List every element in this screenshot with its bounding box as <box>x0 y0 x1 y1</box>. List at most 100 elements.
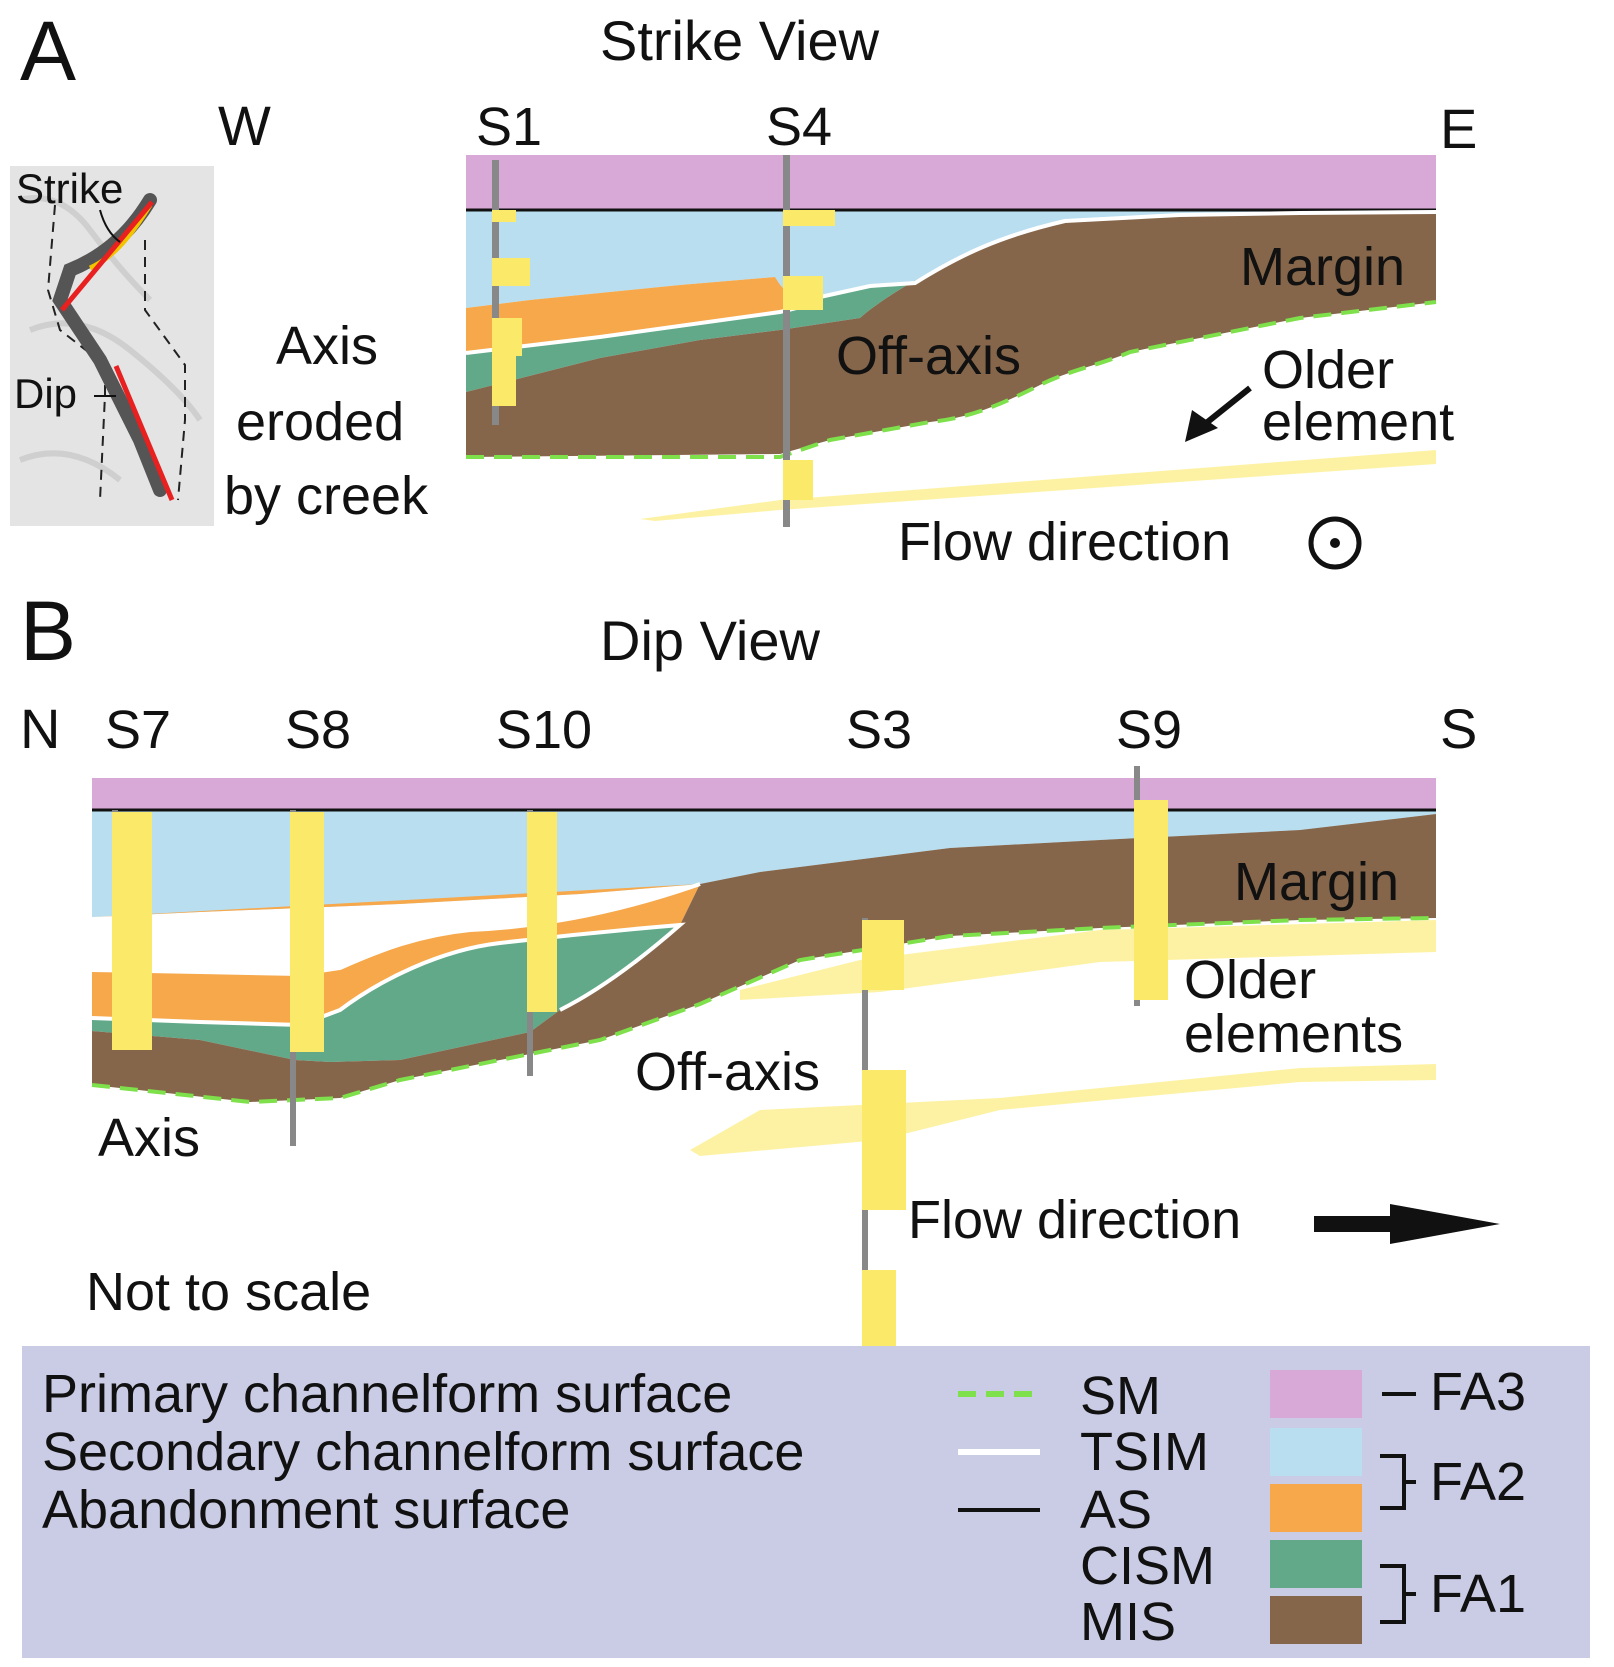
panel-b-title: Dip View <box>600 609 821 672</box>
inset-dip-label: Dip <box>14 370 77 417</box>
axis-eroded-line2: eroded <box>236 392 404 452</box>
section-log-s9 <box>1134 766 1168 1006</box>
older-element-a <box>640 450 1436 521</box>
not-to-scale-label: Not to scale <box>86 1262 371 1322</box>
station-label-s1: S1 <box>476 97 542 157</box>
inset-boundary-east <box>144 240 186 501</box>
station-label-s4: S4 <box>766 97 832 157</box>
s4-log-axis <box>783 155 790 527</box>
s10-log-bed <box>527 812 557 1012</box>
legend-mis-swatch <box>1270 1596 1362 1644</box>
station-label-s3: S3 <box>846 700 912 760</box>
fa3-unit-a <box>466 155 1436 210</box>
axis-eroded-line3: by creek <box>224 466 429 526</box>
cism-orange-unit-a <box>466 277 820 353</box>
s4-log-bed <box>783 460 813 500</box>
south-label: S <box>1440 697 1477 760</box>
older-element-arrow-head <box>1185 410 1218 442</box>
legend-fa3-swatch <box>1270 1370 1362 1418</box>
legend: Primary channelform surface Secondary ch… <box>22 1346 1590 1658</box>
section-log-s3 <box>862 918 906 1348</box>
s1-log-bed <box>492 258 530 286</box>
secondary-surface-b-lower <box>91 922 686 1028</box>
section-log-s7 <box>112 810 152 1050</box>
flow-arrow-shaft <box>1314 1216 1394 1232</box>
legend-abbr-cism: CISM <box>1080 1536 1215 1596</box>
section-log-s1 <box>492 160 530 425</box>
axis-label-b: Axis <box>98 1108 200 1168</box>
legend-cism-swatch <box>1270 1540 1362 1588</box>
older-elements-label-line2: elements <box>1184 1004 1403 1064</box>
legend-abbr-mis: MIS <box>1080 1592 1176 1652</box>
legend-tsim-swatch <box>1270 1428 1362 1476</box>
panel-b: B Dip View N S S7 S8 S10 S3 S9 <box>20 584 1500 1348</box>
margin-label-a: Margin <box>1240 237 1405 297</box>
s3-log-bed <box>862 1270 896 1346</box>
older-element-label-line2: element <box>1262 392 1454 452</box>
mis-unit-b <box>92 814 1436 1102</box>
legend-fa1-bracket <box>1380 1564 1416 1624</box>
s1-log-axis <box>492 160 499 425</box>
cism-green-unit-a <box>466 221 1065 392</box>
flow-out-of-page-dot <box>1330 538 1340 548</box>
flow-direction-label-a: Flow direction <box>898 512 1231 572</box>
fa3-unit-b <box>92 778 1436 810</box>
margin-label-b: Margin <box>1234 852 1399 912</box>
section-log-s10 <box>527 810 557 1076</box>
location-map-inset: Strike Dip <box>10 165 214 526</box>
flow-direction-label-b: Flow direction <box>908 1190 1241 1250</box>
secondary-surface-b-upper <box>91 882 701 977</box>
north-label: N <box>20 697 60 760</box>
s1-log-bed <box>492 356 516 406</box>
dip-cross-section: Margin Off-axis Older elements Axis Flow… <box>86 766 1500 1348</box>
flow-arrow-head <box>1390 1204 1500 1244</box>
legend-abbr-tsim: TSIM <box>1080 1422 1209 1482</box>
inset-boundary-west <box>46 204 106 501</box>
s9-log-bed <box>1134 800 1168 1000</box>
s4-log-bed <box>783 276 823 310</box>
legend-group-fa3: FA3 <box>1430 1362 1526 1422</box>
primary-surface-a <box>466 300 1437 459</box>
strike-cross-section: Margin Off-axis Older element Axis erode… <box>224 155 1454 572</box>
tsim-unit-b <box>92 810 1436 917</box>
s7-log-bed <box>112 812 152 1050</box>
flow-out-of-page-icon <box>1308 516 1362 570</box>
primary-surface-b <box>91 916 1437 1105</box>
legend-label-primary: Primary channelform surface <box>42 1364 732 1424</box>
legend-label-abandonment: Abandonment surface <box>42 1480 570 1540</box>
s3-log-bed <box>862 1070 906 1210</box>
off-axis-label-a: Off-axis <box>836 326 1021 386</box>
legend-group-fa2: FA2 <box>1430 1452 1526 1512</box>
legend-fa2-bracket <box>1380 1454 1416 1510</box>
axis-eroded-line1: Axis <box>276 316 378 376</box>
mis-unit-a <box>466 212 1436 457</box>
s8-log-bed <box>290 812 324 1052</box>
panel-b-letter: B <box>20 584 76 678</box>
legend-group-fa1: FA1 <box>1430 1564 1526 1624</box>
station-label-s10: S10 <box>496 700 592 760</box>
s4-log-bed <box>783 210 835 226</box>
station-label-s7: S7 <box>105 700 171 760</box>
legend-abbr-sm: SM <box>1080 1366 1161 1426</box>
panel-a-letter: A <box>20 4 76 98</box>
inset-strike-label: Strike <box>16 165 123 212</box>
s3-log-bed <box>862 920 904 990</box>
cism-orange-unit-b <box>92 884 700 1025</box>
west-label: W <box>218 94 271 157</box>
legend-label-secondary: Secondary channelform surface <box>42 1422 804 1482</box>
section-log-s8 <box>290 810 324 1146</box>
panel-a-title: Strike View <box>600 9 880 72</box>
tsim-unit-a <box>466 210 1436 308</box>
older-element-b-upper <box>740 920 1436 1000</box>
legend-as-swatch <box>1270 1484 1362 1532</box>
off-axis-label-b: Off-axis <box>635 1042 820 1102</box>
s1-log-bed <box>492 210 516 222</box>
station-label-s9: S9 <box>1116 700 1182 760</box>
strike-transect-line <box>60 200 154 312</box>
panel-a: A Strike View W E S1 S4 Strike Dip <box>10 4 1477 572</box>
station-label-s8: S8 <box>285 700 351 760</box>
inset-strike-leader <box>99 209 121 243</box>
older-elements-label-line1: Older <box>1184 950 1316 1010</box>
section-log-s4 <box>783 155 835 527</box>
